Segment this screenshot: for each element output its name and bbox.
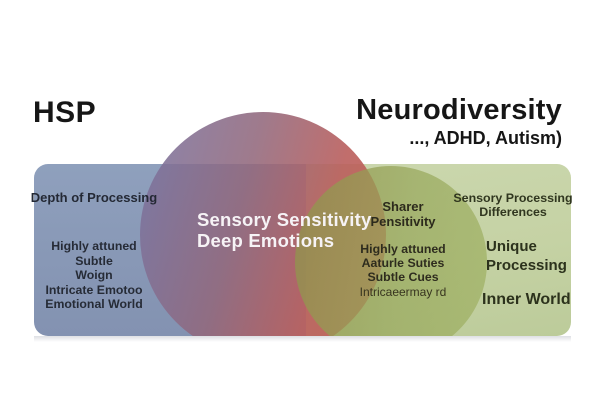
center-circle-line: Deep Emotions	[197, 229, 335, 251]
overlap-trait-line: Highly attuned	[360, 242, 446, 256]
overlap-heading-line: Pensitivity	[370, 213, 436, 229]
neurodiversity-title: Neurodiversity	[356, 94, 562, 126]
neurodiversity-circle	[295, 166, 487, 336]
overlap-heading: Sharer Pensitivity	[343, 199, 463, 229]
center-circle-line: Sensory Sensitivity	[197, 209, 372, 230]
unique-processing-label: Unique Processing	[486, 238, 567, 275]
hsp-panel-heading: Depth of Processing	[30, 190, 158, 205]
overlap-trait-line: Subtle Cues	[367, 270, 439, 285]
unique-processing-line: Unique	[486, 238, 537, 255]
neurodiversity-subtitle: ..., ADHD, Autism)	[409, 128, 562, 148]
hsp-trait-line: Intricate Emotoo	[45, 282, 143, 297]
hsp-title: HSP	[33, 96, 97, 129]
neurodiversity-title-block: Neurodiversity ..., ADHD, Autism)	[356, 95, 562, 149]
neurodiversity-heading-line: Differences	[479, 205, 547, 220]
hsp-trait-line: Emotional World	[45, 297, 143, 312]
hsp-trait-list: Highly attuned Subtle Woign Intricate Em…	[29, 239, 159, 312]
overlap-trait-line: Intricaeermay rd	[359, 284, 447, 299]
unique-processing-line: Processing	[486, 256, 567, 274]
overlap-trait-line: Aaturle Suties	[361, 256, 445, 271]
band-bottom-shadow	[34, 336, 571, 342]
overlap-trait-list: Highly attuned Aaturle Suties Subtle Cue…	[341, 242, 465, 299]
neurodiversity-heading-line: Sensory Processing	[453, 191, 573, 205]
inner-world-label: Inner World	[482, 291, 571, 308]
hsp-trait-line: Woign	[75, 268, 113, 283]
diagram-canvas	[34, 112, 571, 336]
hsp-trait-line: Highly attuned	[51, 239, 137, 253]
neurodiversity-panel-heading: Sensory Processing Differences	[452, 191, 574, 219]
hsp-trait-line: Subtle	[75, 253, 113, 268]
center-circle-labels: Sensory Sensitivity Deep Emotions	[197, 209, 377, 251]
overlap-heading-line: Sharer	[382, 199, 424, 214]
